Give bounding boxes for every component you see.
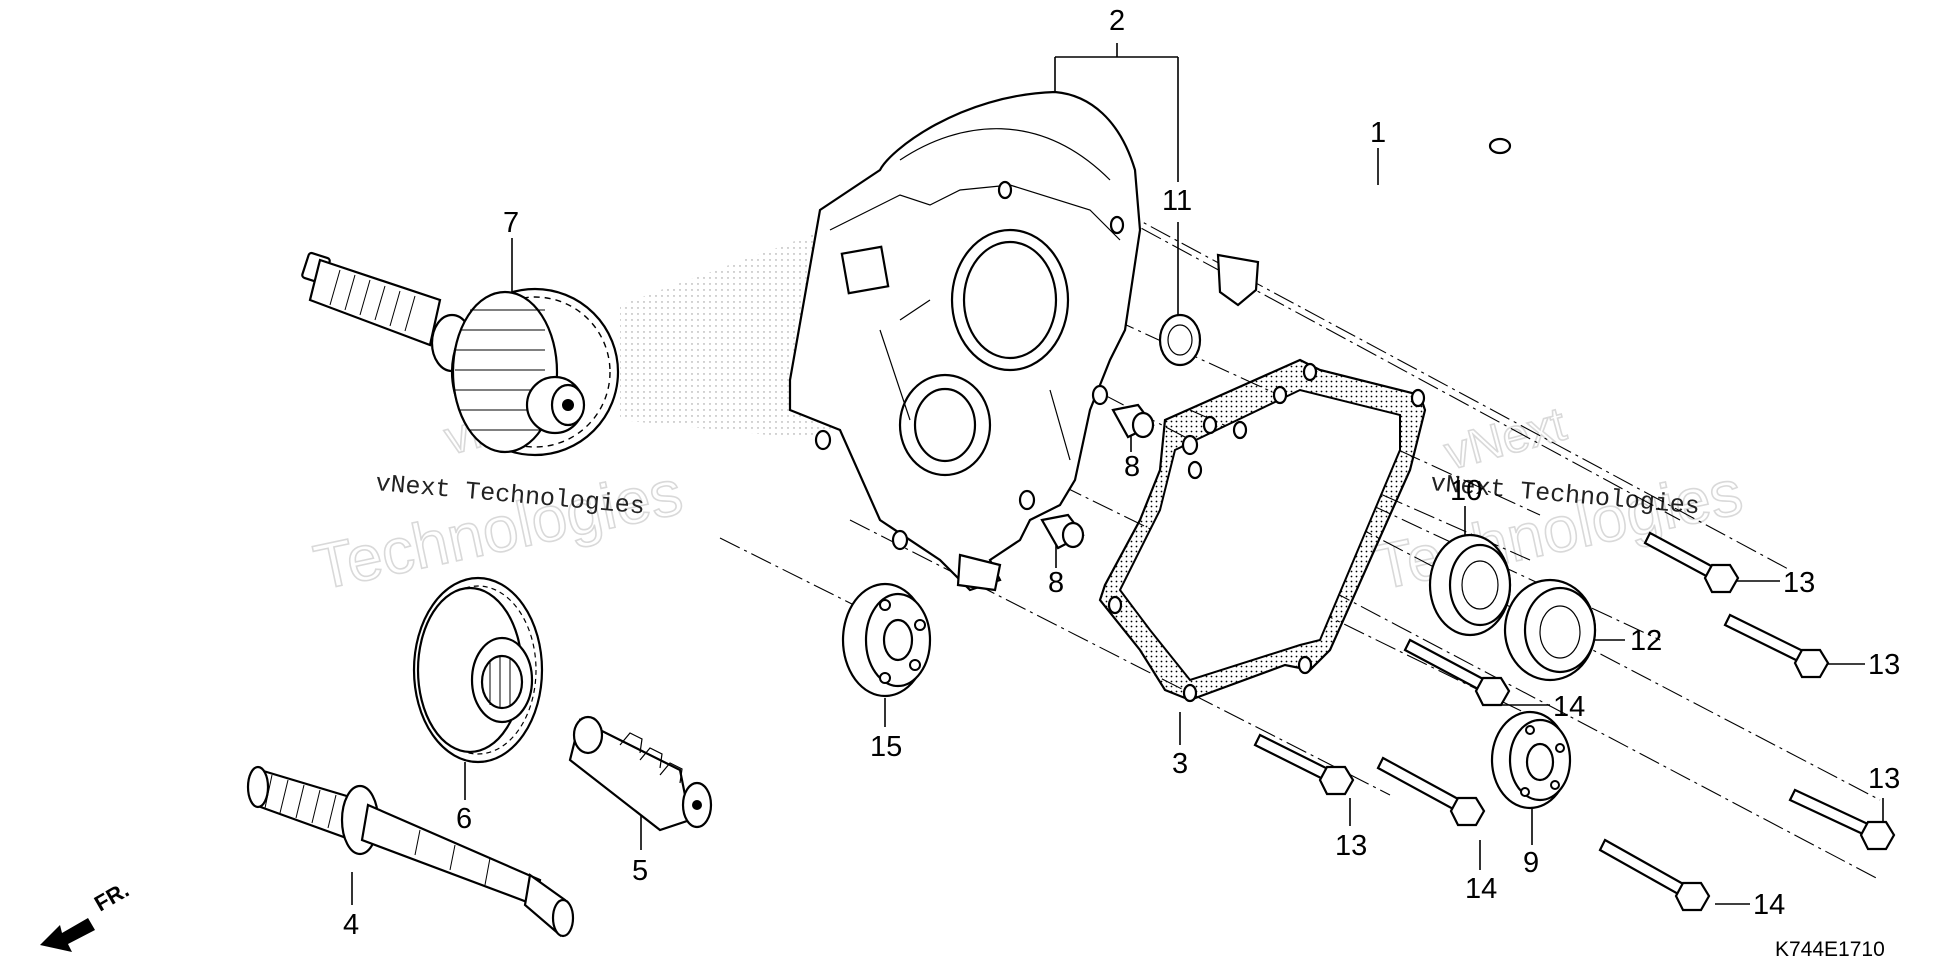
part-13-bolt <box>1253 733 1355 796</box>
part-12-bearing <box>1503 578 1597 682</box>
part-8-dowel-pin <box>1111 403 1155 439</box>
part-3-gasket <box>1098 358 1427 703</box>
callout-13: 13 <box>1868 649 1900 681</box>
callout-4: 4 <box>343 909 359 941</box>
part-9-bearing <box>1490 710 1572 810</box>
callout-7: 7 <box>503 207 519 239</box>
part-7-countershaft-gear <box>301 251 620 457</box>
part-15-bearing <box>841 582 932 698</box>
front-marker-label: FR. <box>90 877 133 916</box>
part-11-oil-seal <box>1158 313 1202 367</box>
callout-5: 5 <box>632 855 648 887</box>
part-14-bolt <box>1376 756 1486 827</box>
callout-3: 3 <box>1172 748 1188 780</box>
part-5-final-gear <box>568 715 713 832</box>
part-2-transmission-case <box>788 90 1142 592</box>
part-13-bolt <box>1788 788 1896 851</box>
callout-13: 13 <box>1783 567 1815 599</box>
callout-labels: 1 2 3 4 5 6 7 8 8 9 10 11 12 13 13 13 13… <box>343 5 1900 941</box>
part-13-bolt <box>1643 531 1740 594</box>
part-14-bolt <box>1598 838 1711 912</box>
callout-8: 8 <box>1048 567 1064 599</box>
part-13-bolt <box>1723 613 1830 679</box>
part-6-gear <box>412 576 544 764</box>
callout-15: 15 <box>870 731 902 763</box>
part-1-breather-tube <box>1216 137 1512 307</box>
callout-1: 1 <box>1370 117 1386 149</box>
callout-12: 12 <box>1630 625 1662 657</box>
callout-14: 14 <box>1553 691 1585 723</box>
callout-10: 10 <box>1450 475 1482 507</box>
callout-6: 6 <box>456 803 472 835</box>
callout-11: 11 <box>1162 185 1192 217</box>
callout-2: 2 <box>1109 5 1125 37</box>
callout-14: 14 <box>1753 889 1785 921</box>
callout-9: 9 <box>1523 847 1539 879</box>
front-direction-arrow: FR. <box>40 877 133 952</box>
part-8-dowel-pin <box>1040 513 1085 550</box>
callout-13: 13 <box>1335 830 1367 862</box>
part-4-drive-shaft <box>246 765 575 938</box>
callout-8: 8 <box>1124 451 1140 483</box>
watermark-text: vNext <box>1439 398 1571 481</box>
part-10-oil-seal <box>1428 533 1512 637</box>
callout-14: 14 <box>1465 873 1497 905</box>
part-14-bolt <box>1403 638 1511 707</box>
callout-13: 13 <box>1868 763 1900 795</box>
diagram-code: K744E1710 <box>1775 938 1885 961</box>
